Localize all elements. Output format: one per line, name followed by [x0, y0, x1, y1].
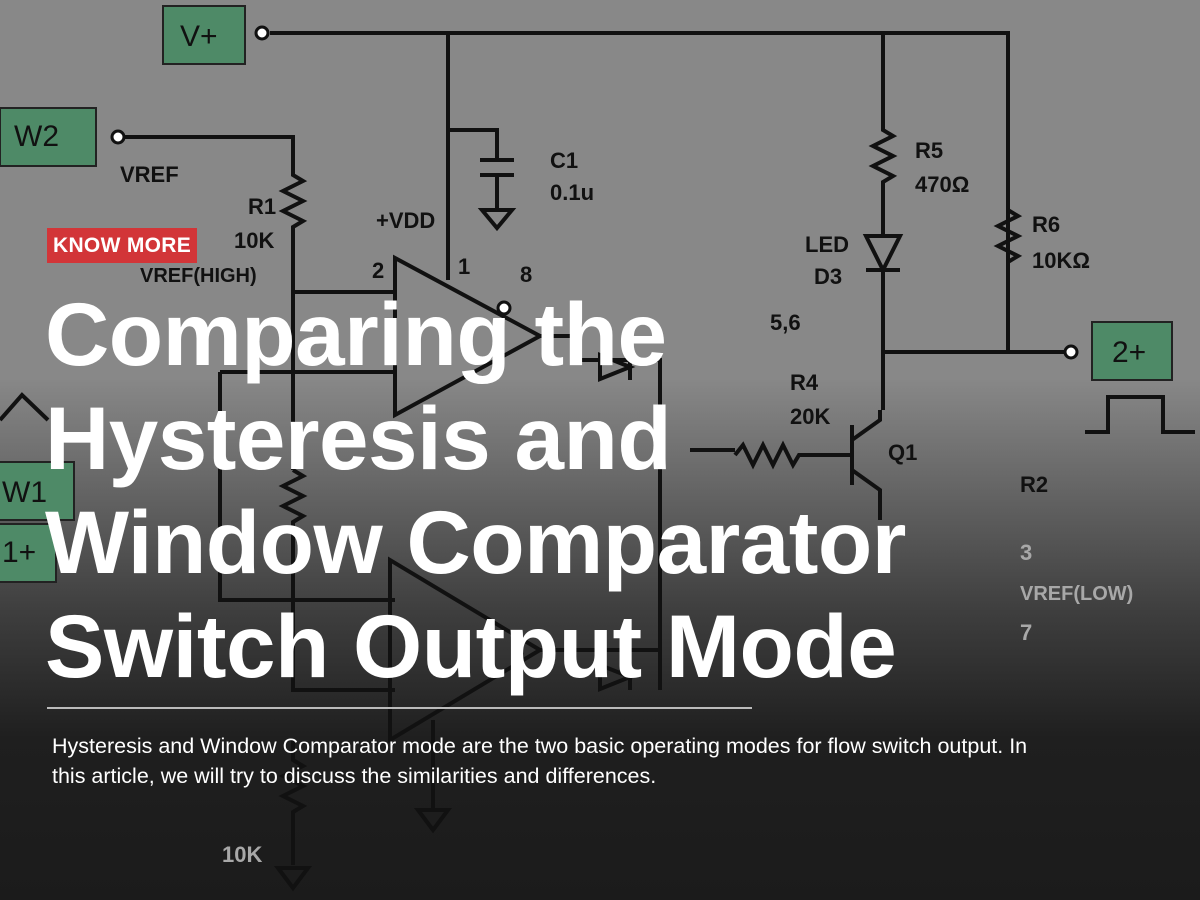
- label-r4-value: 20K: [790, 404, 830, 429]
- label-vref-high: VREF(HIGH): [140, 265, 257, 287]
- label-pin56: 5,6: [770, 310, 801, 335]
- label-r1-value: 10K: [234, 228, 274, 253]
- label-vdd: +VDD: [376, 208, 435, 233]
- terminal-vplus: V+: [180, 20, 218, 53]
- label-r3-value: 10K: [222, 842, 262, 867]
- label-c1: C1: [550, 148, 578, 173]
- label-pin3: 3: [1020, 540, 1032, 565]
- label-vref-low: VREF(LOW): [1020, 583, 1133, 605]
- label-pin2: 2: [372, 258, 384, 283]
- terminal-2plus: 2+: [1112, 336, 1146, 369]
- title-line: Comparing the: [45, 284, 667, 384]
- label-r6: R6: [1032, 212, 1060, 237]
- label-q1: Q1: [888, 440, 917, 465]
- label-r5-value: 470Ω: [915, 172, 969, 197]
- label-led: LED: [805, 232, 849, 257]
- terminal-w2: W2: [14, 120, 59, 153]
- title-line: Hysteresis and: [45, 388, 672, 488]
- title-line: Switch Output Mode: [45, 596, 897, 696]
- label-r4: R4: [790, 370, 819, 395]
- know-more-badge[interactable]: KNOW MORE: [47, 228, 198, 263]
- title-line: Window Comparator: [45, 492, 906, 592]
- terminal-1plus: 1+: [2, 536, 36, 569]
- terminal-w1: W1: [2, 476, 47, 509]
- label-r1: R1: [248, 194, 276, 219]
- label-r5: R5: [915, 138, 943, 163]
- article-description: Hysteresis and Window Comparator mode ar…: [52, 734, 1028, 788]
- label-d3: D3: [814, 264, 842, 289]
- label-pin1: 1: [458, 254, 470, 279]
- article-title[interactable]: Comparing the Hysteresis and Window Comp…: [45, 282, 1145, 698]
- label-r2: R2: [1020, 472, 1048, 497]
- label-c1-value: 0.1u: [550, 180, 594, 205]
- label-pin8: 8: [520, 262, 532, 287]
- label-pin7: 7: [1020, 620, 1032, 645]
- label-vref: VREF: [120, 162, 179, 187]
- label-r6-value: 10KΩ: [1032, 248, 1090, 273]
- divider: [47, 707, 752, 709]
